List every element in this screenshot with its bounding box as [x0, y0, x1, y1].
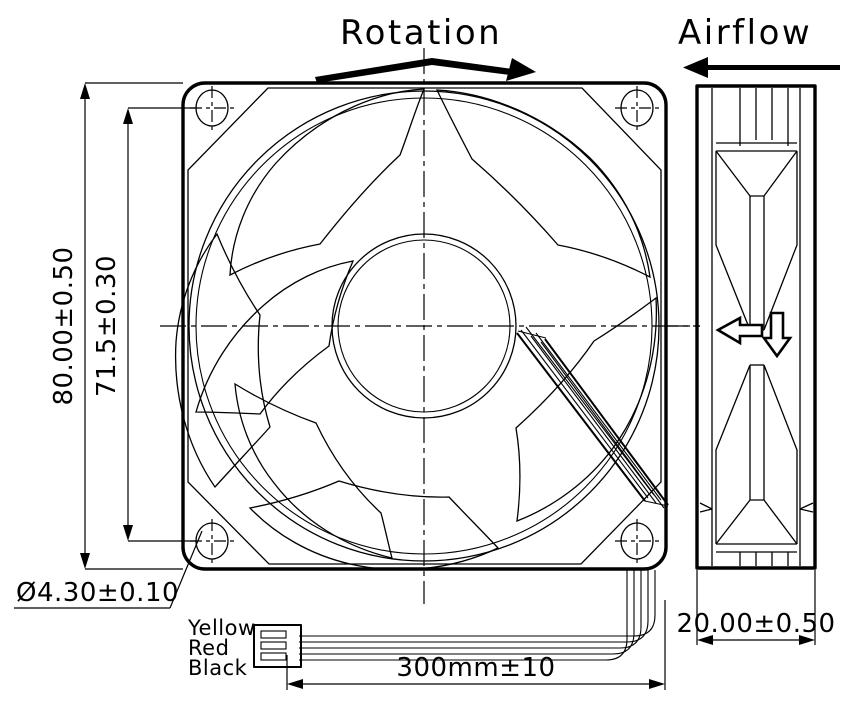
side-blade-bottom-funnel: [715, 499, 798, 545]
dimension-thickness: 20.00±0.50: [676, 570, 835, 645]
connector-pin-slot: [260, 652, 287, 661]
wire-harness: Yellow Red Black: [187, 570, 656, 680]
side-airflow-arrow-down-icon: [761, 311, 793, 359]
fan-blade: [435, 89, 651, 279]
connector-pin-slot: [260, 641, 287, 650]
dimension-hole-pitch-text: 71.5±0.30: [92, 255, 122, 397]
side-blade-top-funnel: [715, 150, 798, 197]
connector-pin-slot: [260, 630, 287, 639]
side-blade-top-left-taper: [715, 151, 751, 331]
dimension-hole-diameter-text: Ø4.30±0.10: [16, 578, 179, 608]
side-notch: [799, 508, 814, 513]
airflow-label: Airflow: [678, 13, 812, 53]
side-blade-bottom-right-taper: [763, 364, 798, 544]
fan-blade: [229, 88, 425, 277]
side-notch: [699, 502, 713, 510]
side-airflow-arrow-left-icon: [715, 315, 764, 346]
fan-blade: [234, 382, 393, 559]
fan-blades: [174, 88, 658, 571]
dimension-hole-diameter: Ø4.30±0.10: [14, 530, 203, 609]
dimension-wire-length-text: 300mm±10: [396, 653, 555, 683]
side-blade-bottom-left-taper: [715, 364, 751, 544]
side-blade-top-right-taper: [763, 151, 798, 331]
side-view-housing-outline: [695, 84, 817, 570]
dimension-overall-width: 80.00±0.50: [49, 82, 183, 570]
mounting-hole-bottom-right: [615, 519, 659, 564]
wire-label-black: Black: [188, 656, 248, 680]
fan-blade: [174, 232, 271, 489]
rotation-arrow-icon: [315, 58, 536, 83]
fan-blade: [515, 296, 658, 523]
side-notch: [699, 508, 713, 513]
housing-inner-chamfer: [187, 87, 662, 565]
fan-blade: [248, 480, 500, 571]
dimension-overall-width-text: 80.00±0.50: [49, 246, 79, 405]
dimension-thickness-text: 20.00±0.50: [676, 609, 835, 639]
front-view: [160, 48, 700, 604]
fan-blade: [195, 260, 355, 415]
dimension-hole-pitch: 71.5±0.30: [92, 107, 196, 542]
side-notch: [799, 502, 814, 510]
wire-connector-housing: [253, 624, 302, 668]
airflow-arrow-icon: [683, 57, 840, 78]
side-view: [664, 84, 817, 570]
side-blade-top-stem: [749, 196, 765, 330]
internal-wire-bundle: [516, 326, 669, 509]
side-blade-bottom-stem: [749, 365, 765, 500]
rotation-label: Rotation: [340, 13, 502, 53]
mounting-hole-top-right: [615, 86, 659, 131]
wire-label-red: Red: [188, 636, 229, 660]
wire-label-yellow: Yellow: [187, 616, 256, 640]
dimension-wire-length: 300mm±10: [286, 600, 666, 690]
